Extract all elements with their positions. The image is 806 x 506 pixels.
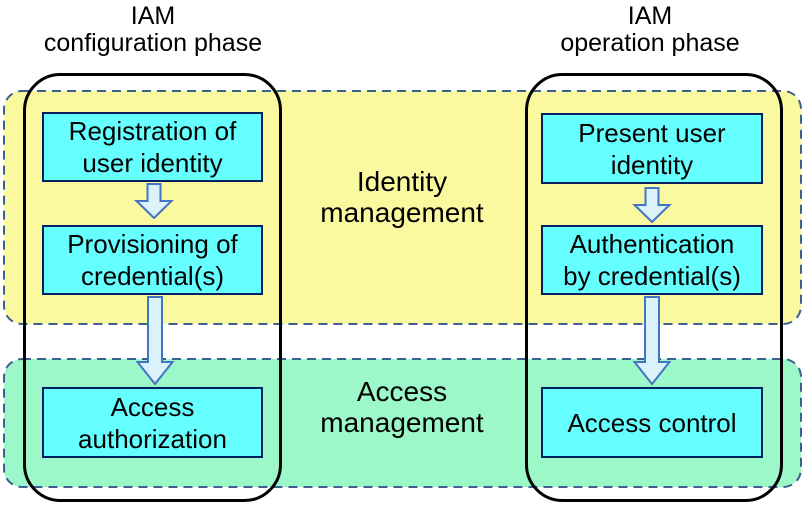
access-management-label: Access management (320, 376, 484, 438)
step-present-user-identity: Present user identity (541, 113, 763, 184)
operation-phase-outline (525, 73, 783, 502)
step-authentication-by-credentials: Authentication by credential(s) (541, 225, 763, 295)
operation-phase-title: IAM operation phase (560, 2, 740, 57)
arrow-down-icon (134, 183, 174, 220)
configuration-phase-title: IAM configuration phase (43, 2, 263, 57)
arrow-down-icon (632, 187, 672, 224)
arrow-down-icon (135, 296, 175, 386)
step-access-authorization: Access authorization (42, 387, 263, 458)
step-provisioning-of-credentials: Provisioning of credential(s) (42, 225, 263, 295)
identity-management-label: Identity management (320, 166, 484, 228)
arrow-down-icon (632, 296, 672, 386)
configuration-phase-outline (23, 73, 282, 502)
step-registration-of-user-identity: Registration of user identity (42, 112, 263, 182)
step-access-control: Access control (541, 387, 763, 458)
